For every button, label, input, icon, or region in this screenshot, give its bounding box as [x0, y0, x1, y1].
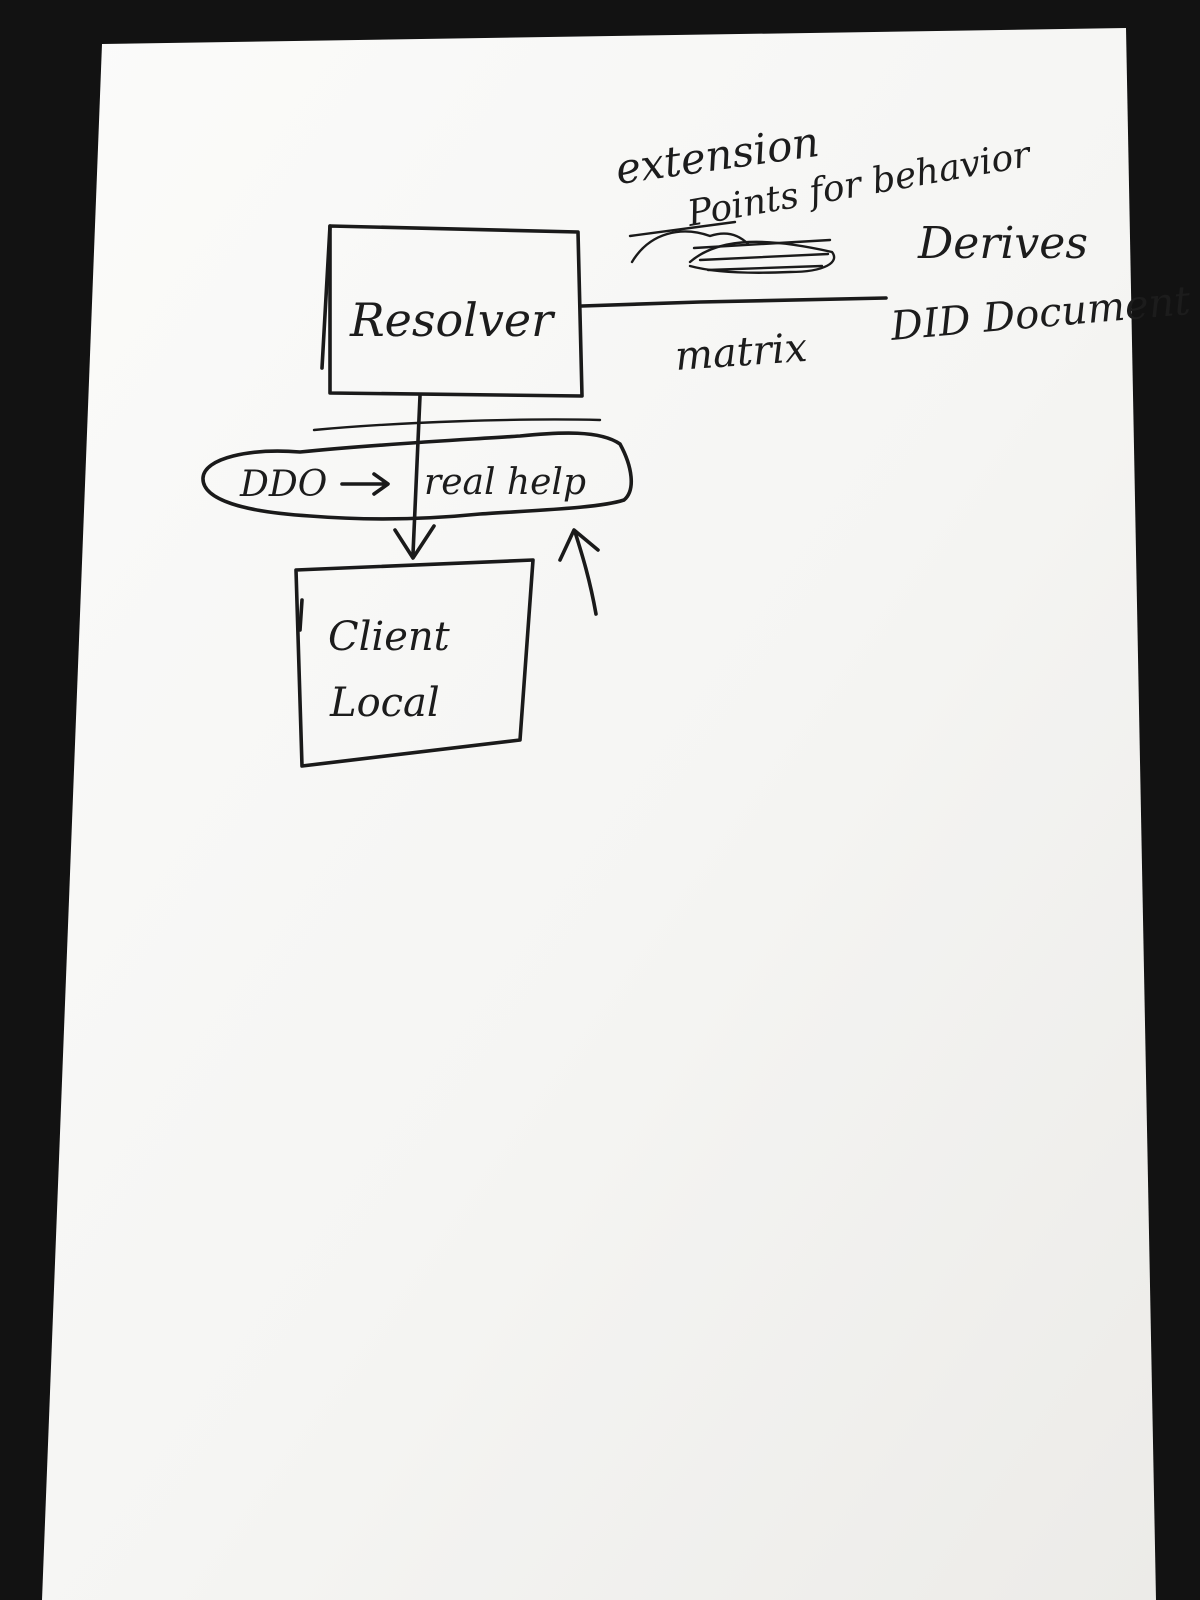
- resolver-connector-line: [580, 296, 888, 308]
- down-arrow-head-icon: [393, 524, 436, 560]
- cloud-top-line: [312, 418, 602, 432]
- up-arrow-line: [573, 530, 598, 616]
- client-label-line1: Client: [328, 614, 451, 660]
- connector-label-matrix: matrix: [673, 325, 808, 380]
- cloud-left-label: DDO: [239, 464, 327, 505]
- resolver-label: Resolver: [349, 293, 556, 347]
- up-arrow-head-icon: [558, 528, 600, 562]
- paper-sheet: [42, 28, 1156, 1600]
- cloud-right-label: real help: [424, 462, 586, 503]
- resolver-box: [320, 224, 584, 398]
- crossed-out-scribble: [628, 220, 836, 274]
- client-box: [294, 558, 535, 768]
- cloud-arrow-icon: [340, 472, 390, 496]
- down-arrow-line: [411, 394, 422, 556]
- client-label-line2: Local: [329, 680, 440, 726]
- note-derives: Derives: [917, 218, 1088, 269]
- cloud-outline: [201, 431, 634, 521]
